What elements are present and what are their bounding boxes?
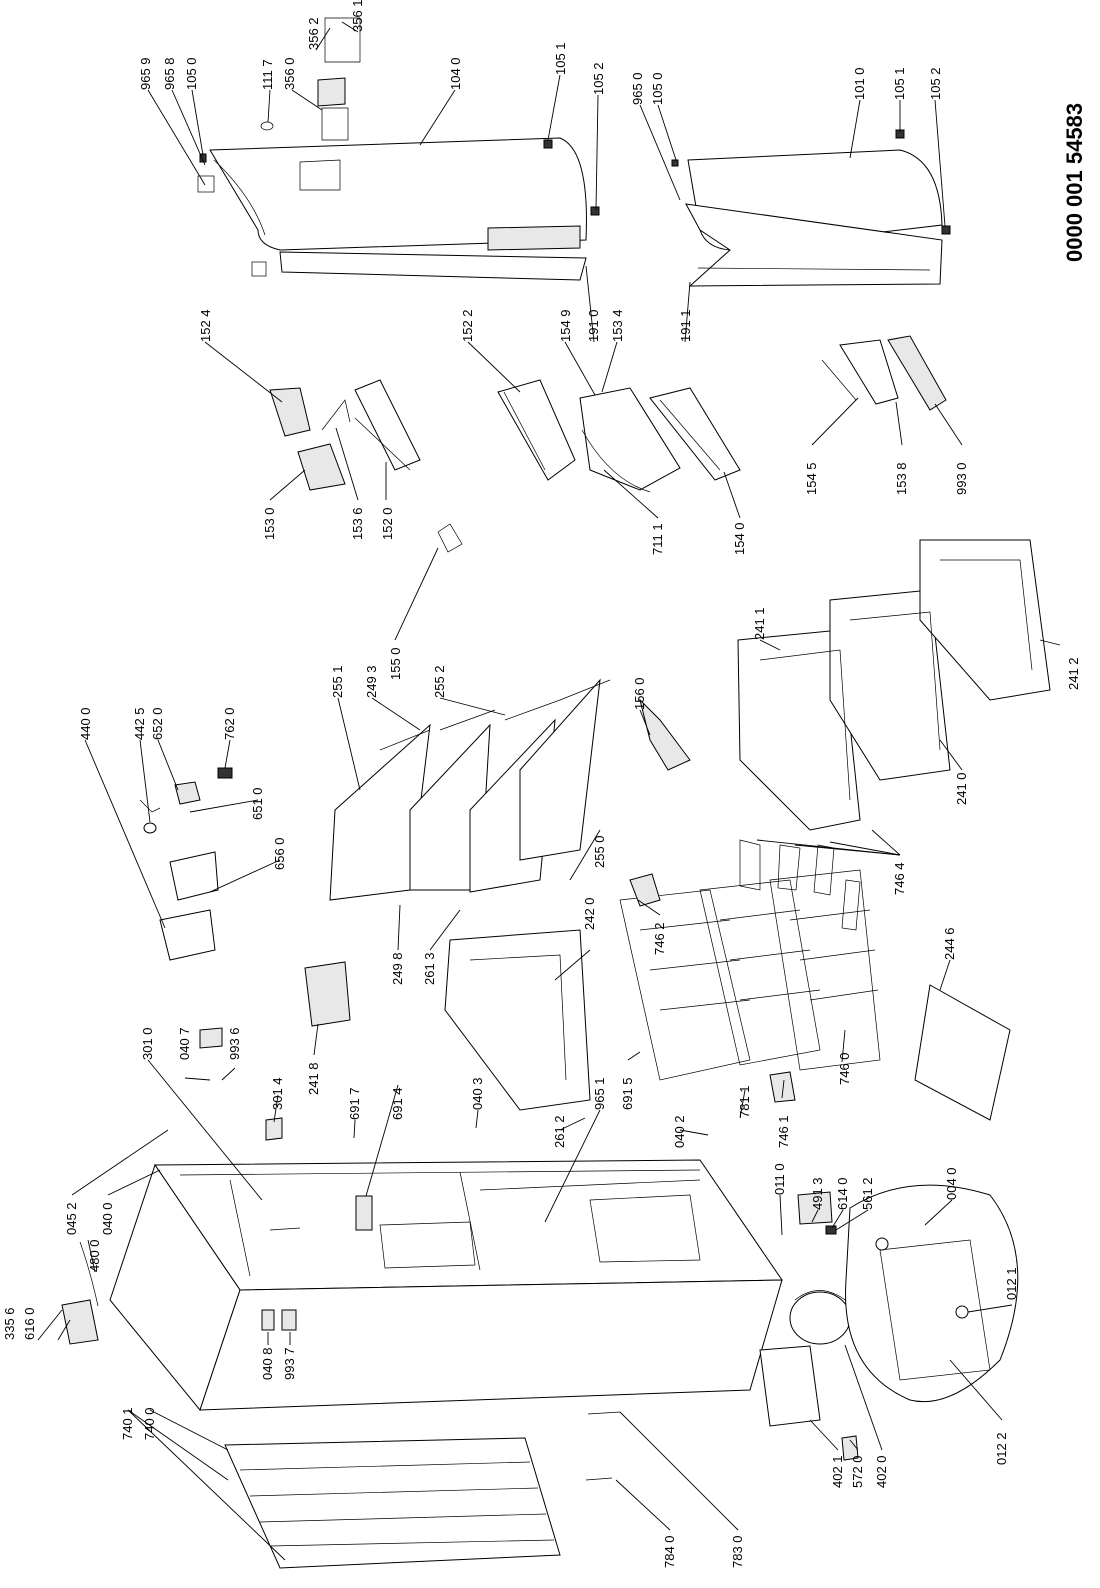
label-965-1: 965 1 [592,1077,607,1110]
label-105-0: 105 0 [184,57,199,90]
label-255-0: 255 0 [592,835,607,868]
label-040-8: 040 8 [260,1347,275,1380]
label-152-0: 152 0 [380,507,395,540]
label-154-9: 154 9 [558,309,573,342]
label-652-0: 652 0 [150,707,165,740]
label-783-0: 783 0 [730,1535,745,1568]
label-154-0: 154 0 [732,522,747,555]
label-105-2b: 105 2 [928,67,943,100]
label-993-0: 993 0 [954,462,969,495]
door-shelves-drawing [269,335,947,493]
label-784-0: 784 0 [662,1535,677,1568]
label-442-5: 442 5 [132,707,147,740]
label-651-0: 651 0 [250,787,265,820]
label-440-0: 440 0 [78,707,93,740]
label-691-4: 691 4 [390,1087,405,1120]
label-402-0: 402 0 [874,1455,889,1488]
label-965-9: 965 9 [138,57,153,90]
label-301-4: 301 4 [270,1077,285,1110]
label-402-1: 402 1 [830,1455,845,1488]
label-111-7: 111 7 [260,59,275,90]
label-614-0: 614 0 [835,1177,850,1210]
lower-door-drawing [671,129,951,287]
label-993-6: 993 6 [227,1027,242,1060]
label-105-1: 105 1 [553,42,568,75]
label-191-1: 191 1 [678,309,693,342]
label-740-1: 740 1 [120,1407,135,1440]
label-155-0: 155 0 [388,647,403,680]
label-746-4: 746 4 [892,862,907,895]
rear-components-drawing [61,1184,1019,1569]
light-assembly-drawing [139,767,351,1141]
label-152-2: 152 2 [460,309,475,342]
label-249-3: 249 3 [364,665,379,698]
label-040-3: 040 3 [470,1077,485,1110]
label-572-0: 572 0 [850,1455,865,1488]
label-616-0: 616 0 [22,1307,37,1340]
label-356-1: 356 1 [350,0,365,32]
part-labels: 965 9 965 8 105 0 111 7 356 0 356 2 356 … [2,0,1081,1568]
label-993-7: 993 7 [282,1347,297,1380]
label-249-8: 249 8 [390,952,405,985]
label-965-0: 965 0 [630,72,645,105]
label-356-2: 356 2 [306,17,321,50]
label-153-4: 153 4 [610,309,625,342]
label-156-0: 156 0 [632,677,647,710]
label-012-2: 012 2 [994,1432,1009,1465]
label-244-6: 244 6 [942,927,957,960]
label-356-0: 356 0 [282,57,297,90]
label-241-2: 241 2 [1066,657,1081,690]
label-241-1: 241 1 [752,607,767,640]
label-045-2: 045 2 [64,1202,79,1235]
label-255-2: 255 2 [432,665,447,698]
label-153-8: 153 8 [894,462,909,495]
label-740-0: 740 0 [142,1407,157,1440]
label-746-2: 746 2 [652,922,667,955]
label-040-2: 040 2 [672,1115,687,1148]
shelves-and-drawers-drawing [329,523,1051,1111]
label-105-0b: 105 0 [650,72,665,105]
label-691-5: 691 5 [620,1077,635,1110]
label-301-0: 301 0 [140,1027,155,1060]
label-101-0: 101 0 [852,67,867,100]
label-691-7: 691 7 [347,1087,362,1120]
label-261-3: 261 3 [422,952,437,985]
label-781-1: 781 1 [737,1085,752,1118]
label-480-0: 480 0 [87,1239,102,1272]
label-255-1: 255 1 [330,665,345,698]
label-152-4: 152 4 [198,309,213,342]
label-040-7: 040 7 [177,1027,192,1060]
label-656-0: 656 0 [272,837,287,870]
label-711-1: 711 1 [650,523,665,555]
label-561-2: 561 2 [860,1177,875,1210]
cabinet-body-drawing [109,1159,783,1412]
label-965-8: 965 8 [162,57,177,90]
leader-lines [37,21,1061,1561]
label-762-0: 762 0 [222,707,237,740]
label-491-3: 491 3 [810,1177,825,1210]
label-746-1: 746 1 [776,1115,791,1148]
upper-door-drawing [197,17,600,281]
label-191-0: 191 0 [586,309,601,342]
label-040-0: 040 0 [100,1202,115,1235]
label-242-0: 242 0 [582,897,597,930]
label-335-6: 335 6 [2,1307,17,1340]
label-105-2: 105 2 [591,62,606,95]
label-154-5: 154 5 [804,462,819,495]
label-011-0: 011 0 [772,1163,787,1195]
wire-baskets-drawing [619,839,1011,1121]
label-241-8: 241 8 [306,1062,321,1095]
label-746-0: 746 0 [837,1052,852,1085]
label-105-1b: 105 1 [892,67,907,100]
label-104-0: 104 0 [448,57,463,90]
label-012-1: 012 1 [1004,1267,1019,1300]
label-004-0: 004 0 [944,1167,959,1200]
label-153-0: 153 0 [262,507,277,540]
label-241-0: 241 0 [954,772,969,805]
label-153-6: 153 6 [350,507,365,540]
label-261-2: 261 2 [552,1115,567,1148]
document-id: 0000 001 54583 [1062,103,1087,262]
